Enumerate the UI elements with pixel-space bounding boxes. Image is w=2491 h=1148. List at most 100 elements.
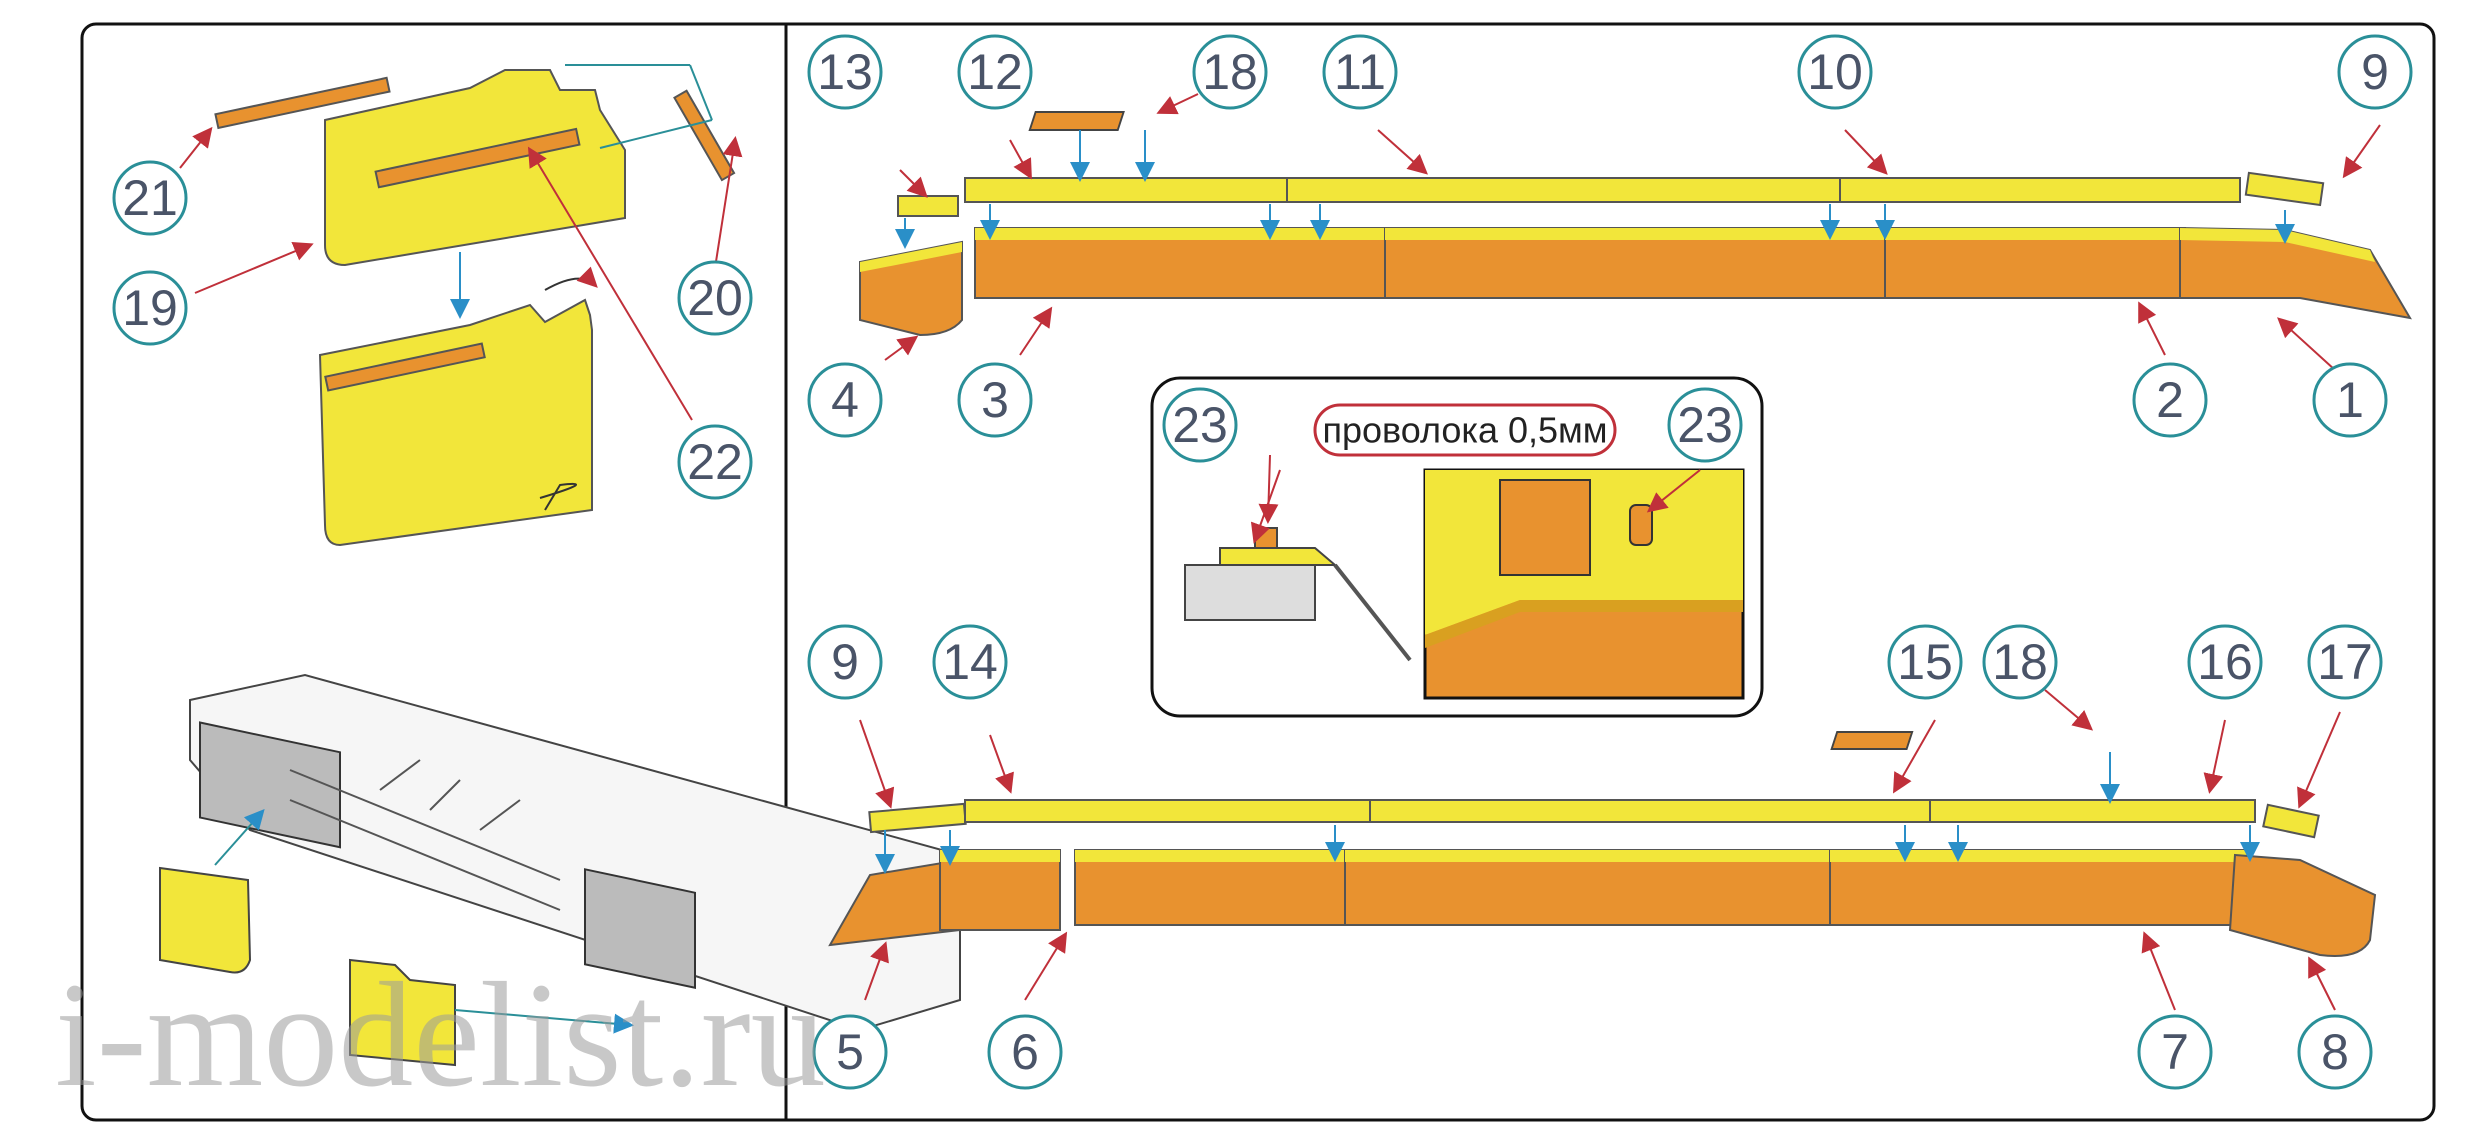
fold-arrow xyxy=(544,266,598,291)
leader-line xyxy=(1019,306,1053,356)
callout-5-text: 5 xyxy=(836,1024,864,1080)
callout-2-text: 2 xyxy=(2156,372,2184,428)
callout-9-bottom xyxy=(807,624,883,700)
callout-15-text: 15 xyxy=(1897,634,1953,690)
part-13 xyxy=(897,195,959,217)
callout-3 xyxy=(957,362,1033,438)
leader-line xyxy=(2277,317,2336,371)
part-mid-bottom-a-top xyxy=(1075,850,1365,862)
inset-block xyxy=(1184,564,1316,621)
engine-grille-left xyxy=(199,721,341,849)
callout-16-text: 16 xyxy=(2197,634,2253,690)
fold-arrow xyxy=(539,482,577,511)
flap-2 xyxy=(349,958,456,1067)
leader-line xyxy=(2342,124,2381,179)
callout-22 xyxy=(677,424,753,500)
engine-grille-right xyxy=(584,868,696,989)
top-row-assembly xyxy=(859,93,2412,371)
leader-line xyxy=(1646,469,1701,513)
part-mid-top-edge xyxy=(1385,228,1885,240)
part-11 xyxy=(1286,177,1843,203)
callout-10-text: 10 xyxy=(1807,44,1863,100)
callout-21 xyxy=(112,160,188,236)
callout-23-right xyxy=(1667,387,1743,463)
callout-5 xyxy=(812,1014,888,1090)
part-3-top xyxy=(975,228,1405,240)
leader-line xyxy=(194,241,314,294)
part-18-top xyxy=(1028,111,1125,131)
callout-11-text: 11 xyxy=(1334,44,1386,100)
strip-installed xyxy=(324,342,486,392)
callout-21-text: 21 xyxy=(122,170,178,226)
callout-18-bottom-text: 18 xyxy=(1992,634,2048,690)
callout-6-text: 6 xyxy=(1011,1024,1039,1080)
part-9-top xyxy=(2244,171,2325,207)
callout-20-text: 20 xyxy=(687,270,743,326)
callout-23-left xyxy=(1162,387,1238,463)
callouts xyxy=(112,34,2413,1090)
callout-7 xyxy=(2137,1014,2213,1090)
mudflap-part-19-assembled xyxy=(318,298,593,547)
inset-photo-plate xyxy=(1499,479,1591,576)
part-8 xyxy=(2228,853,2377,957)
callout-23-right-text: 23 xyxy=(1677,397,1733,453)
part-6 xyxy=(939,849,1061,931)
callout-9-top-text: 9 xyxy=(2361,44,2389,100)
callout-15 xyxy=(1887,624,1963,700)
strip-part-22 xyxy=(374,127,581,189)
callout-11 xyxy=(1322,34,1398,110)
callout-10 xyxy=(1797,34,1873,110)
callout-4 xyxy=(807,362,883,438)
part-1-top xyxy=(2180,228,2375,262)
callout-12-text: 12 xyxy=(967,44,1023,100)
callout-13 xyxy=(807,34,883,110)
callout-3-text: 3 xyxy=(981,372,1009,428)
callout-18-top-text: 18 xyxy=(1202,44,1258,100)
callout-18-bottom xyxy=(1982,624,2058,700)
leader-line xyxy=(1844,129,1888,175)
inset-wire xyxy=(1333,563,1412,662)
outer-frame xyxy=(80,22,2436,1122)
callout-4-text: 4 xyxy=(831,372,859,428)
part-7 xyxy=(1829,849,2251,926)
callout-20 xyxy=(677,260,753,336)
callout-19-text: 19 xyxy=(122,280,178,336)
leader-line xyxy=(884,335,919,361)
arrow-up xyxy=(214,809,265,866)
callout-9-top xyxy=(2337,34,2413,110)
wire-label-box xyxy=(1313,403,1617,457)
arrow-right xyxy=(454,1009,634,1034)
inset-photo-edge xyxy=(1425,600,1743,648)
part-10 xyxy=(1839,177,2241,203)
part-15 xyxy=(1369,799,1931,823)
callout-22-text: 22 xyxy=(687,434,743,490)
leader-line xyxy=(859,719,895,809)
callout-14-text: 14 xyxy=(942,634,998,690)
callout-1 xyxy=(2312,362,2388,438)
part-mid-bottom-b-top xyxy=(1345,850,1835,862)
callout-17 xyxy=(2307,624,2383,700)
callout-8 xyxy=(2297,1014,2373,1090)
strip-part-20 xyxy=(673,89,736,182)
callout-9-bottom-text: 9 xyxy=(831,634,859,690)
inset-part-23 xyxy=(1219,547,1338,566)
strip-part-21 xyxy=(214,76,391,130)
flap-1 xyxy=(159,866,252,974)
part-16 xyxy=(1929,799,2256,823)
callout-17-text: 17 xyxy=(2317,634,2373,690)
part-14 xyxy=(964,799,1371,823)
callout-14 xyxy=(932,624,1008,700)
leader-line xyxy=(2308,956,2336,1011)
callout-16 xyxy=(2187,624,2263,700)
leader-line xyxy=(714,136,743,269)
leader-line xyxy=(527,146,693,421)
callout-18-top xyxy=(1192,34,1268,110)
leader-line xyxy=(989,734,1014,794)
wire-label-text: проволока 0,5мм xyxy=(1322,410,1607,451)
watermark: i-modelist.ru xyxy=(55,952,826,1118)
mudflap-top-assembly xyxy=(179,64,743,547)
leader-line xyxy=(2138,301,2166,356)
leader-line xyxy=(2203,719,2226,794)
part-mid-bottom-a xyxy=(1074,849,1366,926)
